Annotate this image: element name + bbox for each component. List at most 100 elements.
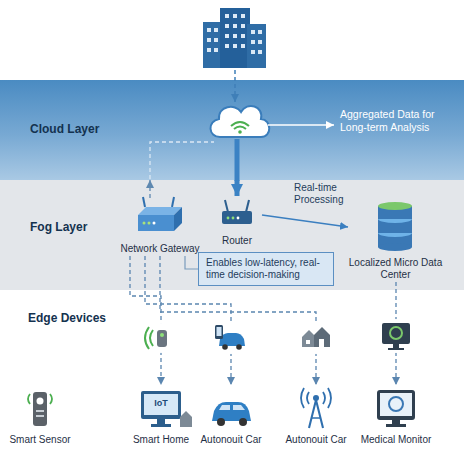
antenna-icon	[311, 417, 321, 419]
datacenter-building	[225, 44, 229, 48]
car-icon	[212, 402, 251, 426]
hearing-device-icon	[150, 330, 153, 346]
antenna-icon	[328, 388, 331, 408]
datacenter-building	[203, 8, 266, 68]
router-icon	[222, 211, 252, 224]
connector	[160, 256, 316, 385]
gateway-node: Network Gateway	[110, 198, 210, 256]
sensor-icon	[28, 392, 52, 426]
datacenter-building	[241, 24, 245, 28]
antenna-icon	[316, 400, 323, 428]
aggregate-arrow	[268, 124, 334, 126]
cloud-icon	[231, 122, 249, 126]
car-icon	[239, 418, 247, 426]
database-icon	[378, 206, 412, 219]
connector	[262, 215, 348, 227]
gateway-icon	[172, 197, 174, 207]
datacenter-building	[247, 24, 266, 68]
router-icon	[225, 200, 228, 212]
datacenter-building	[241, 14, 245, 18]
layer-band: Cloud Layer	[0, 80, 464, 180]
sensor-icon	[37, 398, 44, 405]
antenna-icon	[301, 388, 331, 428]
router-icon	[227, 217, 230, 220]
router-icon	[237, 217, 240, 220]
medical-monitor-icon	[392, 420, 400, 424]
houses-icon	[300, 322, 332, 354]
car-phone-icon	[215, 322, 247, 354]
gateway-icon	[143, 197, 145, 207]
node-label: Router	[212, 235, 262, 247]
monitor-icon	[388, 348, 404, 350]
layer-title: Cloud Layer	[30, 122, 99, 136]
gateway-icon	[138, 197, 182, 231]
monitor-icon	[393, 344, 399, 348]
callout-text: Enables low-latency, real-time decision-…	[206, 257, 326, 281]
datacenter-building	[225, 34, 229, 38]
datacenter-building	[214, 38, 218, 42]
sensor-icon	[50, 394, 52, 404]
datacenter-building	[251, 50, 255, 54]
cloud-icon	[210, 106, 269, 137]
car-phone-icon	[215, 325, 223, 339]
node-label: Medical Monitor	[346, 434, 446, 446]
datacenter-building	[233, 44, 237, 48]
datacenter-building	[214, 28, 218, 32]
dashed-arrow	[234, 70, 236, 102]
datacenter-building	[258, 40, 262, 44]
car-icon	[233, 405, 245, 410]
device-node: Smart Sensor	[2, 385, 78, 447]
uplink-dashed-line	[150, 142, 214, 179]
node-label: Network Gateway	[110, 243, 210, 255]
monitor-icon	[379, 319, 413, 353]
antenna-icon	[301, 388, 304, 408]
antenna-icon	[309, 400, 316, 428]
device-node: Autonouit Car	[276, 385, 356, 447]
connector	[149, 180, 150, 198]
houses-icon	[319, 339, 324, 347]
datacenter-building	[258, 50, 262, 54]
sensor-icon	[36, 415, 44, 417]
connector	[235, 180, 240, 196]
datacenter-building	[233, 34, 237, 38]
sensor-icon	[33, 392, 47, 426]
database-icon	[378, 233, 412, 247]
datacenter-building	[233, 24, 237, 28]
monitor-icon	[390, 327, 402, 339]
monitor-icon	[379, 319, 413, 353]
connector	[145, 256, 231, 385]
houses-icon	[300, 322, 332, 354]
medical-monitor-icon	[389, 397, 403, 411]
gateway-icon	[148, 222, 151, 225]
iot-screen-icon	[151, 424, 171, 427]
node-label: Localized Micro Data Center	[348, 257, 443, 281]
cloud-icon	[210, 106, 269, 137]
gateway-icon	[153, 222, 156, 225]
datacenter-building	[225, 24, 229, 28]
medical-monitor-icon	[386, 424, 406, 427]
iot-screen-icon	[157, 419, 165, 424]
datacenter-node: Localized Micro Data Center	[348, 200, 443, 282]
callout-box: Enables low-latency, real-time decision-…	[198, 252, 334, 286]
connector	[185, 256, 198, 269]
node-label: Autonouit Car	[192, 434, 270, 446]
houses-icon	[314, 327, 330, 347]
car-phone-icon	[236, 344, 242, 350]
device-node: Autonouit Car	[192, 385, 270, 447]
database-icon	[378, 219, 412, 233]
datacenter-building	[258, 30, 262, 34]
screen-text: IoT	[149, 398, 173, 409]
houses-icon	[306, 340, 310, 344]
iot-screen-icon	[141, 391, 181, 419]
gateway-icon	[138, 207, 182, 215]
iot-screen-icon	[180, 411, 192, 427]
car-phone-icon	[219, 333, 245, 346]
datacenter-building	[207, 38, 211, 42]
iot-screen-icon	[144, 394, 178, 415]
datacenter-building	[203, 22, 223, 68]
database-icon	[378, 243, 412, 251]
sensor-icon	[28, 394, 30, 404]
